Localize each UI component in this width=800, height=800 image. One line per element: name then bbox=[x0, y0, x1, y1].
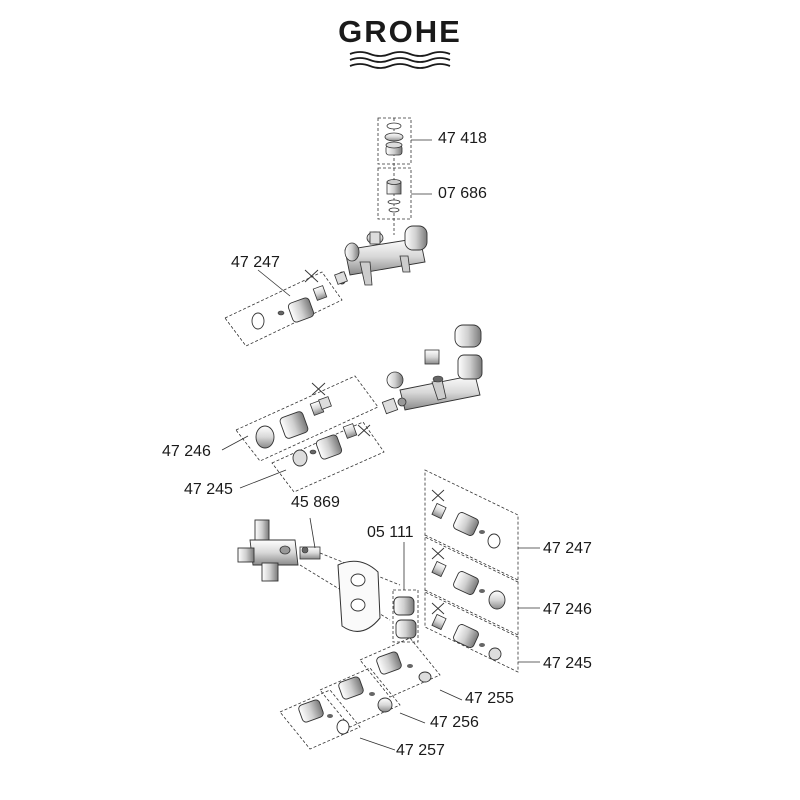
kit-box-07686 bbox=[377, 167, 412, 220]
label-47255: 47 255 bbox=[465, 690, 514, 707]
brand-waves-icon bbox=[349, 51, 451, 69]
label-47247-upper: 47 247 bbox=[231, 254, 280, 271]
part-47255-parts bbox=[376, 651, 432, 683]
part-47247-upper-parts bbox=[251, 269, 348, 330]
part-47247-right-parts bbox=[431, 489, 501, 549]
part-05111-sleeves bbox=[393, 596, 417, 639]
grohe-logo: GROHE bbox=[0, 0, 800, 80]
label-47246-right: 47 246 bbox=[543, 601, 592, 618]
part-47257-parts bbox=[298, 699, 350, 735]
part-07686-stack bbox=[386, 179, 402, 213]
label-05111: 05 111 bbox=[367, 524, 414, 541]
part-47245-right-parts bbox=[431, 602, 502, 661]
part-47246-upper-parts bbox=[255, 382, 332, 449]
part-45869 bbox=[301, 546, 309, 554]
part-47418-stack bbox=[384, 122, 404, 156]
thermostat-body-upper bbox=[337, 225, 428, 286]
kit-box-47246-upper bbox=[235, 375, 379, 462]
brand-name: GROHE bbox=[338, 14, 462, 49]
part-47246-right-parts bbox=[431, 547, 506, 610]
label-47247-right: 47 247 bbox=[543, 540, 592, 557]
label-47418: 47 418 bbox=[438, 130, 487, 147]
kit-box-47256 bbox=[319, 667, 401, 728]
trim-plate bbox=[337, 560, 381, 632]
kit-box-47257 bbox=[279, 689, 361, 750]
label-47245-upper: 47 245 bbox=[184, 481, 233, 498]
kit-box-47247-upper bbox=[224, 271, 343, 347]
kit-box-05111 bbox=[392, 589, 419, 643]
label-47246-upper: 47 246 bbox=[162, 443, 211, 460]
label-47245-right: 47 245 bbox=[543, 655, 592, 672]
kit-box-47418 bbox=[377, 117, 412, 165]
label-07686: 07 686 bbox=[438, 185, 487, 202]
label-47257: 47 257 bbox=[396, 742, 445, 759]
kit-box-47255 bbox=[359, 637, 441, 698]
part-47245-upper-parts bbox=[292, 423, 371, 467]
kit-box-47245-right bbox=[424, 589, 519, 673]
label-45869: 45 869 bbox=[291, 494, 340, 511]
thermostat-body-middle bbox=[381, 324, 483, 415]
label-47256: 47 256 bbox=[430, 714, 479, 731]
part-47256-parts bbox=[338, 676, 393, 713]
